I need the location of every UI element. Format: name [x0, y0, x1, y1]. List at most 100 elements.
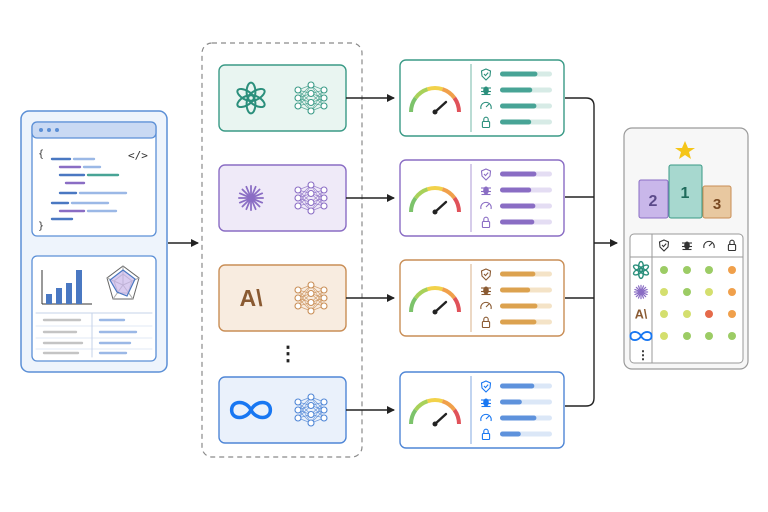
- score-dot: [683, 310, 691, 318]
- bar-chart-icon: [41, 270, 92, 305]
- metric-row: [481, 428, 552, 441]
- metric-bar-fill: [500, 431, 521, 437]
- score-dot: [728, 310, 736, 318]
- row-logo: A\: [635, 307, 648, 321]
- lock-icon: [481, 316, 491, 329]
- score-table-rows: A\: [629, 260, 736, 342]
- score-dot: [683, 266, 691, 274]
- charts-window: [31, 255, 157, 362]
- metric-row: [480, 380, 552, 393]
- score-dot: [705, 266, 713, 274]
- lock-icon: [481, 216, 491, 229]
- brace-open: {: [38, 149, 44, 160]
- score-dot: [683, 288, 691, 296]
- metric-bar-fill: [500, 383, 535, 389]
- score-row: A\: [635, 307, 736, 321]
- neural-network-icon: [294, 181, 328, 215]
- score-dot: [683, 332, 691, 340]
- gauge-icon: [409, 286, 461, 315]
- models-group: [201, 42, 363, 458]
- score-table-header: [658, 239, 737, 252]
- anthropic-logo-label: A\: [635, 307, 648, 321]
- gauge-icon: [409, 398, 461, 427]
- metric-row: [480, 301, 552, 310]
- neural-network-icon: [294, 281, 328, 315]
- metric-row: [480, 101, 552, 110]
- anthropic-logo-label: A\: [239, 285, 263, 311]
- metric-row: [481, 86, 552, 96]
- model-card: [218, 64, 347, 132]
- metric-bar-fill: [500, 219, 535, 225]
- metric-bar-fill: [500, 87, 533, 93]
- score-dot: [660, 310, 668, 318]
- models-ellipsis: ⋮: [278, 343, 298, 365]
- model-logo: [229, 400, 273, 420]
- metric-row: [481, 186, 552, 196]
- metric-bar-fill: [500, 399, 522, 405]
- metric-bar-fill: [500, 119, 532, 125]
- score-row: [632, 260, 736, 280]
- metric-bar-fill: [500, 415, 537, 421]
- connector-to-leaderboard: [565, 97, 618, 407]
- metric-bar-fill: [500, 203, 536, 209]
- lock-icon: [727, 239, 737, 252]
- evaluation-card: [399, 59, 565, 137]
- metric-row: [480, 201, 552, 210]
- speedometer-icon: [480, 413, 492, 422]
- score-table: [629, 233, 744, 364]
- shield-check-icon: [480, 268, 492, 281]
- score-dot: [728, 266, 736, 274]
- evaluation-card: [399, 159, 565, 237]
- row-logo: [632, 260, 650, 280]
- bug-icon: [481, 86, 491, 96]
- score-dot: [660, 288, 668, 296]
- data-table-icon: [35, 312, 153, 358]
- metric-bar-fill: [500, 103, 537, 109]
- metric-row: [481, 216, 552, 229]
- metric-bar-fill: [500, 319, 537, 325]
- score-dot: [728, 332, 736, 340]
- score-dot: [660, 266, 668, 274]
- row-logo: [629, 330, 653, 342]
- podium-label-second: 2: [649, 193, 658, 210]
- metric-row: [481, 116, 552, 129]
- model-card: A\: [218, 264, 347, 332]
- podium: 2 1 3: [638, 141, 732, 219]
- metric-row: [480, 268, 552, 281]
- gauge-icon: [409, 186, 461, 215]
- score-row: [633, 284, 736, 300]
- score-dot: [705, 332, 713, 340]
- metric-bar-fill: [500, 271, 536, 277]
- podium-label-first: 1: [681, 185, 690, 202]
- code-window: </> { }: [31, 121, 157, 237]
- input-panel: </> { }: [20, 110, 168, 373]
- metric-row: [481, 286, 552, 296]
- score-row: [629, 330, 736, 342]
- star-icon: [675, 141, 695, 159]
- metric-row: [480, 168, 552, 181]
- model-card: [218, 376, 347, 444]
- model-logo: A\: [239, 285, 263, 311]
- gauge-icon: [409, 86, 461, 115]
- podium-first: [668, 164, 703, 219]
- speedometer-icon: [480, 301, 492, 310]
- metric-row: [480, 68, 552, 81]
- metric-row: [481, 398, 552, 408]
- radar-chart-icon: [106, 265, 140, 300]
- lock-icon: [481, 428, 491, 441]
- metric-row: [480, 413, 552, 422]
- model-cards: A\: [218, 64, 395, 444]
- shield-check-icon: [658, 239, 670, 252]
- shield-check-icon: [480, 68, 492, 81]
- row-logo: [633, 284, 649, 300]
- bug-icon: [481, 286, 491, 296]
- score-dot: [705, 288, 713, 296]
- score-dot: [660, 332, 668, 340]
- code-tag-icon: </>: [128, 149, 148, 162]
- model-logo: [236, 81, 266, 115]
- score-dot: [728, 288, 736, 296]
- leaderboard-more: ⋮: [637, 348, 649, 362]
- speedometer-icon: [703, 240, 715, 249]
- leaderboard-panel: 2 1 3 A\ ⋮: [623, 127, 749, 370]
- bug-icon: [481, 186, 491, 196]
